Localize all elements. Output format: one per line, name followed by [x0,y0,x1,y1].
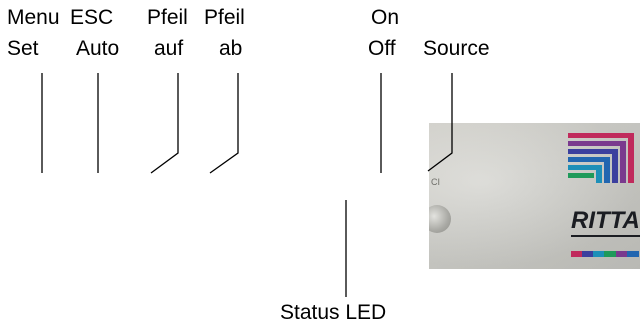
logo-stripe-4 [568,157,610,162]
logo-stripe-1 [568,133,634,138]
label-auto: Auto [76,37,120,60]
panel-lighting [429,123,640,269]
label-status-led: Status LED [280,301,387,324]
logo-vert-4 [604,157,610,183]
label-auf: auf [154,37,184,60]
rittal-logo-icon [568,133,634,183]
logo-stripe-2 [568,141,626,146]
color-bar-3 [593,251,604,257]
color-bar-1 [571,251,582,257]
logo-stripe-3 [568,149,618,154]
leader-line-source [427,73,453,172]
panel-knob-icon [429,205,451,233]
label-esc: ESC [70,6,114,29]
logo-vert-5 [596,165,602,183]
logo-vert-1 [628,133,634,183]
panel-mark: CI [431,177,440,187]
color-bar-6 [627,251,639,257]
label-off: Off [368,37,396,60]
label-pfeil-auf: Pfeil [147,6,188,29]
color-bar-2 [582,251,593,257]
color-bar-5 [616,251,627,257]
label-pfeil-ab: Pfeil [204,6,245,29]
device-panel-photo: CI RITTAL [429,123,640,269]
logo-color-bar [571,251,639,257]
leader-line-pfeil-ab [209,73,239,174]
logo-stripe-6 [568,173,594,178]
label-menu: Menu [7,6,60,29]
leader-line-pfeil-auf [150,73,179,174]
rittal-wordmark: RITTAL [571,208,640,237]
logo-stripe-5 [568,165,602,170]
label-on: On [371,6,400,29]
logo-stripes [568,133,634,183]
logo-vert-3 [612,149,618,183]
logo-vert-2 [620,141,626,183]
color-bar-4 [604,251,616,257]
label-source: Source [423,37,490,60]
label-ab: ab [219,37,243,60]
label-set: Set [7,37,39,60]
